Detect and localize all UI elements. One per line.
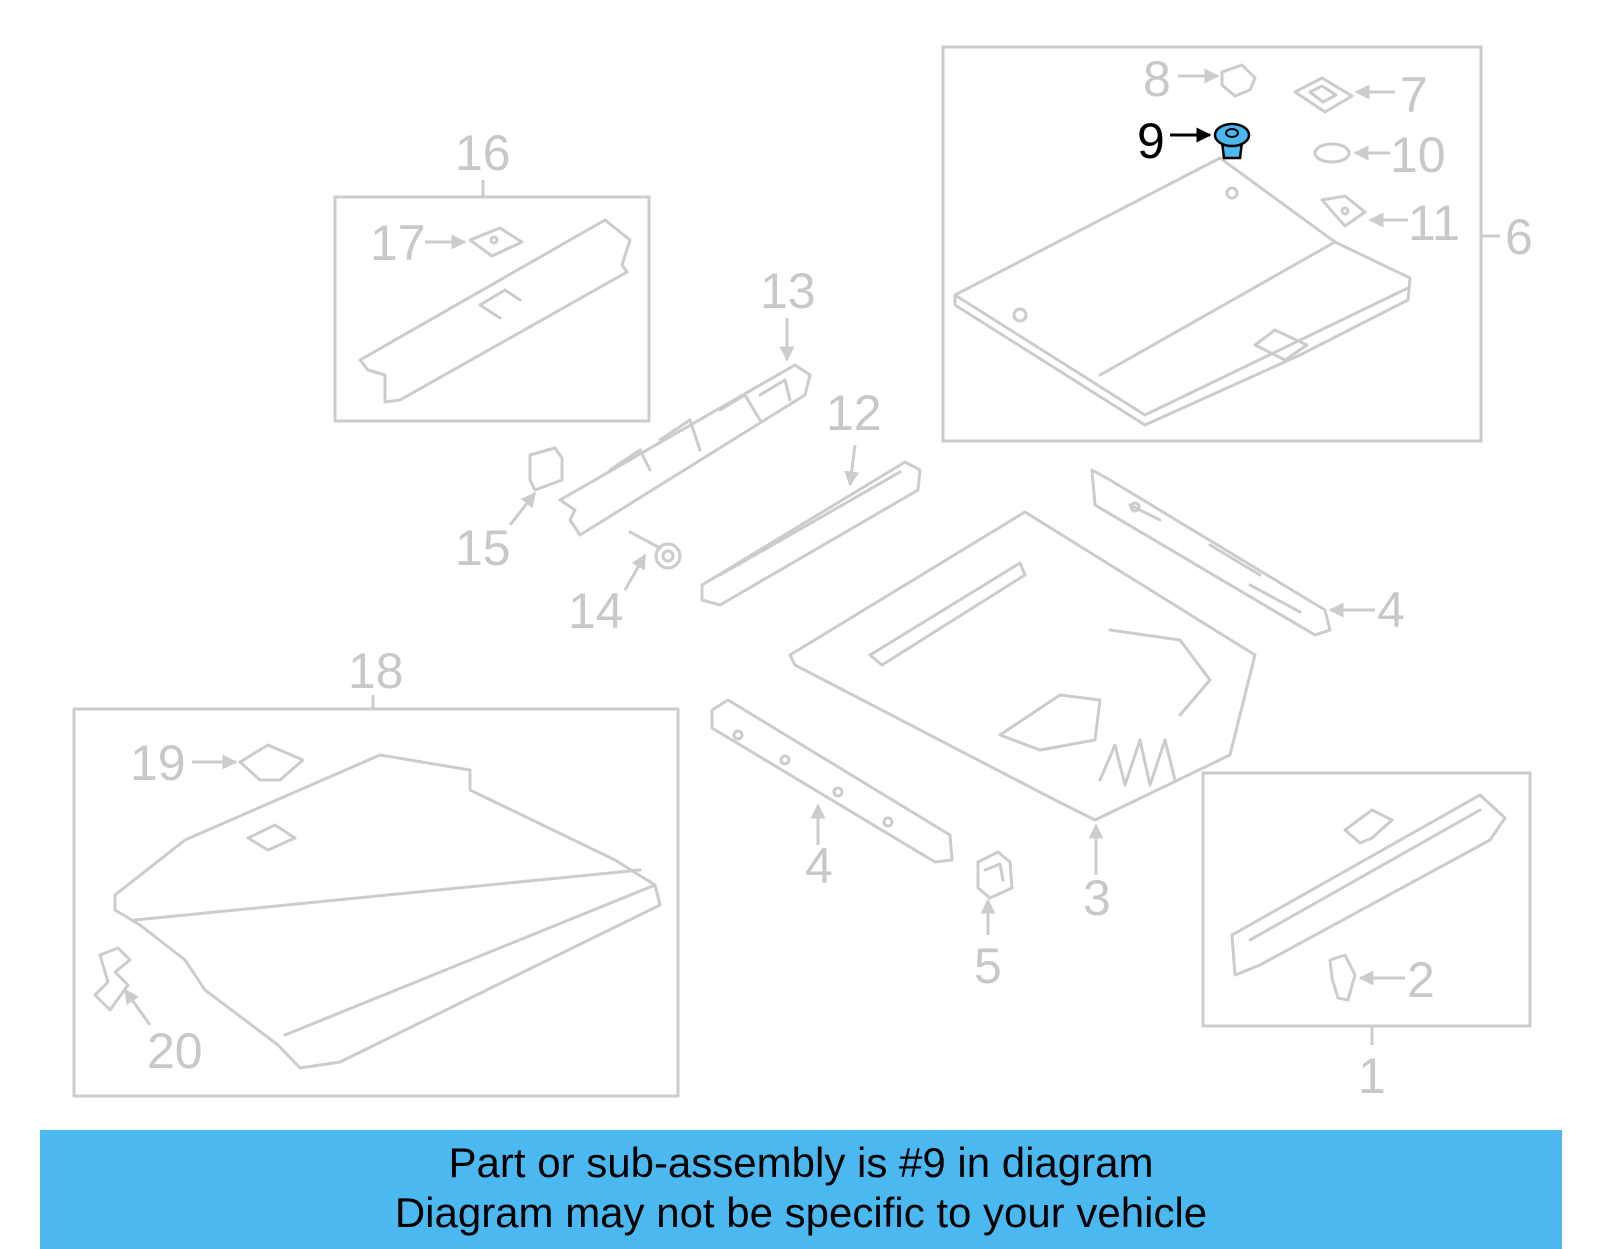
callout-4-left: 4	[805, 838, 833, 894]
callout-9[interactable]: 9	[1137, 113, 1165, 169]
callout-4-right: 4	[1377, 582, 1405, 638]
part-18-tonneau-cover	[113, 753, 662, 1070]
group-box-6	[941, 45, 1483, 443]
part-2-clip	[1328, 953, 1357, 1002]
callout-15: 15	[455, 520, 511, 576]
callout-5: 5	[974, 938, 1002, 994]
part-8-cap	[1220, 63, 1257, 98]
callout-8: 8	[1143, 51, 1171, 107]
info-banner: Part or sub-assembly is #9 in diagram Di…	[40, 1130, 1562, 1249]
part-19-clip	[238, 743, 305, 782]
part-10-ring	[1313, 142, 1351, 164]
part-1-clip	[1343, 808, 1394, 845]
callout-18: 18	[348, 643, 404, 699]
group-box-1	[1201, 771, 1532, 1028]
callout-7: 7	[1400, 67, 1428, 123]
part-11-bracket	[1320, 194, 1367, 228]
part-4-rail-right	[1090, 468, 1332, 637]
banner-line-part: Part or sub-assembly is #9 in diagram	[448, 1139, 1154, 1186]
callout-12: 12	[826, 385, 882, 441]
part-20-bracket	[93, 946, 132, 1012]
part-3-cargo-tray	[788, 510, 1257, 822]
part-7-pad	[1293, 76, 1354, 114]
part-4-rail-left	[710, 698, 954, 864]
banner-line-disclaimer: Diagram may not be specific to your vehi…	[394, 1189, 1208, 1236]
callout-16: 16	[455, 125, 511, 181]
callout-13: 13	[760, 263, 816, 319]
callout-20: 20	[147, 1023, 203, 1079]
part-5-clip	[976, 850, 1014, 900]
part-17-clip	[468, 226, 524, 258]
callout-17: 17	[370, 215, 426, 271]
callout-11: 11	[1408, 195, 1460, 251]
callout-19: 19	[130, 735, 186, 791]
callout-3: 3	[1083, 870, 1111, 926]
callout-10: 10	[1390, 127, 1446, 183]
group-box-16	[333, 195, 651, 423]
part-12-rail	[700, 460, 922, 607]
parts-shelf-trim-16	[358, 218, 632, 404]
part-9-grommet-highlighted	[1213, 122, 1251, 160]
part-6-floor-board	[953, 156, 1412, 427]
callout-6: 6	[1505, 209, 1533, 265]
part-14-bolt	[628, 530, 682, 570]
part-1-sill-plate	[1230, 793, 1507, 977]
group-box-18	[72, 707, 680, 1098]
part-15-clip	[528, 446, 564, 492]
callout-2: 2	[1407, 952, 1435, 1008]
callout-14: 14	[568, 583, 624, 639]
callout-1: 1	[1358, 1048, 1386, 1104]
part-13-rail	[558, 363, 812, 537]
